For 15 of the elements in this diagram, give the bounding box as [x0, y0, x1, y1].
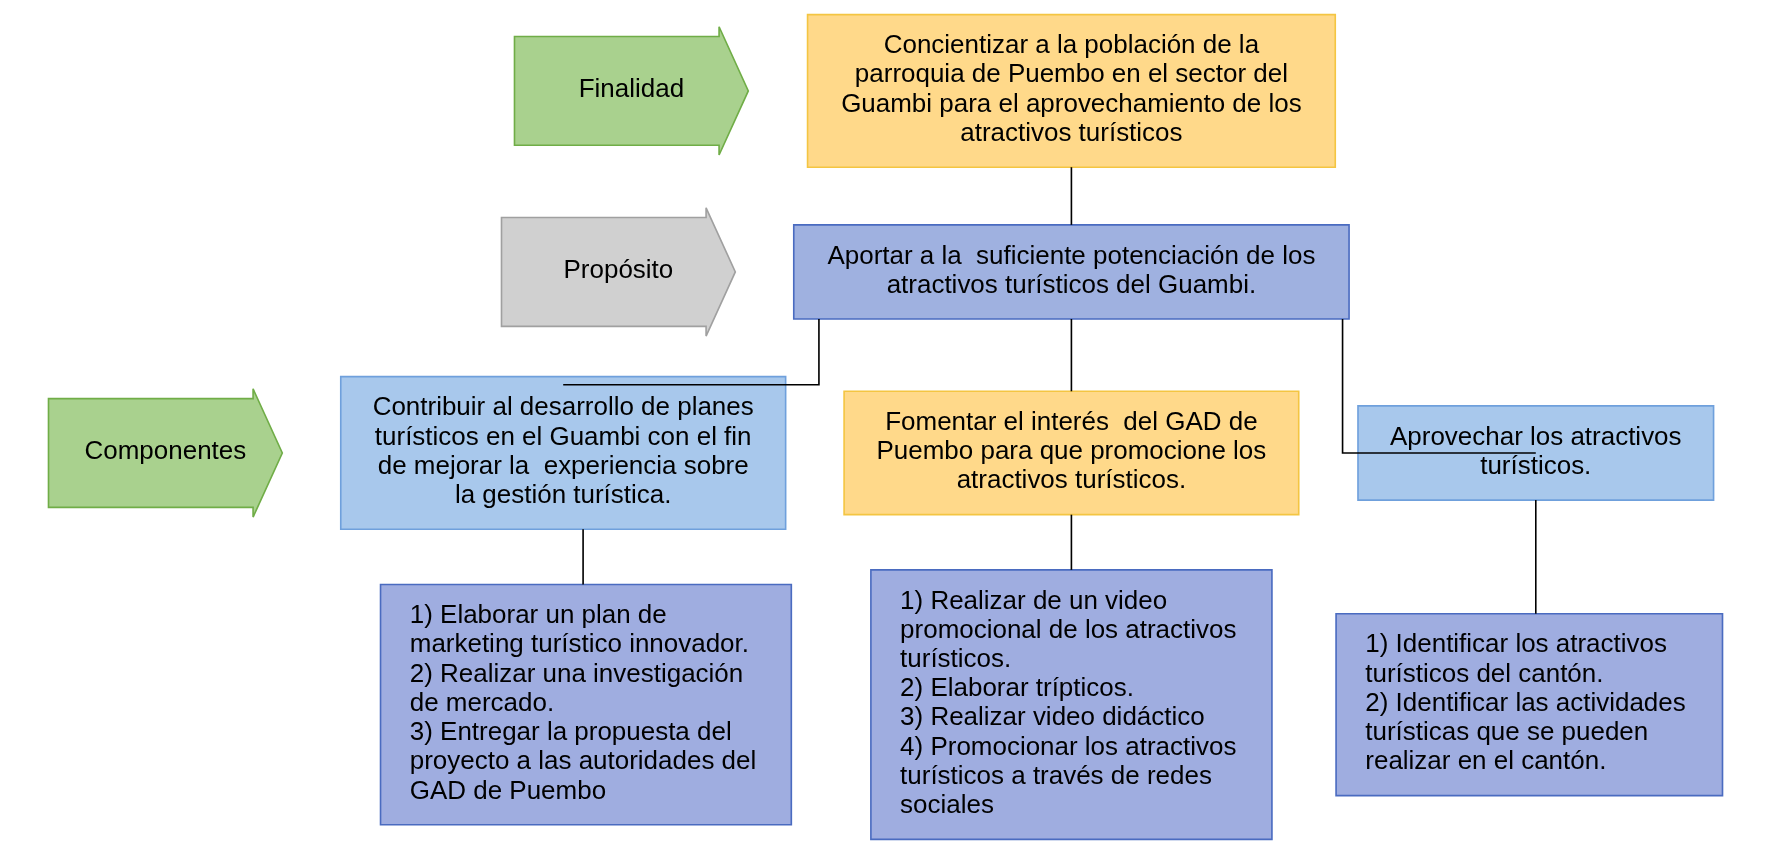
node-box: Aportar a la suficiente potenciación de los atractivos turísticos del Guambi.: [792, 224, 1350, 320]
node-box: Concientizar a la población de la parroquia de Puembo en el sector del Guambi para el aprovechamiento de los atractivos turísticos: [806, 13, 1337, 168]
node-box: Contribuir al desarrollo de planes turísticos en el Guambi con el fin de mejorar la experiencia sobre la gestión turística.: [339, 375, 787, 531]
connector: [1341, 318, 1537, 454]
connector: [1070, 318, 1073, 393]
node-box: Aprovechar los atractivos turísticos.: [1357, 405, 1715, 501]
connector: [1070, 166, 1073, 226]
node-box: 1) Elaborar un plan de marketing turístico innovador. 2) Realizar una investigación de mercado. 3) Entregar la propuesta del proyecto a las autoridades del GAD de Puembo: [379, 583, 793, 826]
node-box: 1) Realizar de un video promocional de los atractivos turísticos. 2) Elaborar trípticos. 3) Realizar video didáctico 4) Promocionar los atractivos turísticos a través de redes sociales: [870, 569, 1273, 841]
node-box: Fomentar el interés del GAD de Puembo para que promocione los atractivos turísticos.: [843, 390, 1300, 516]
connector: [562, 318, 820, 386]
connector: [1534, 499, 1537, 615]
connector: [1070, 513, 1073, 571]
connector: [582, 528, 584, 586]
node-box: 1) Identificar los atractivos turísticos del cantón. 2) Identificar las actividades turísticas que se pueden realizar en el cantón.: [1335, 612, 1724, 797]
